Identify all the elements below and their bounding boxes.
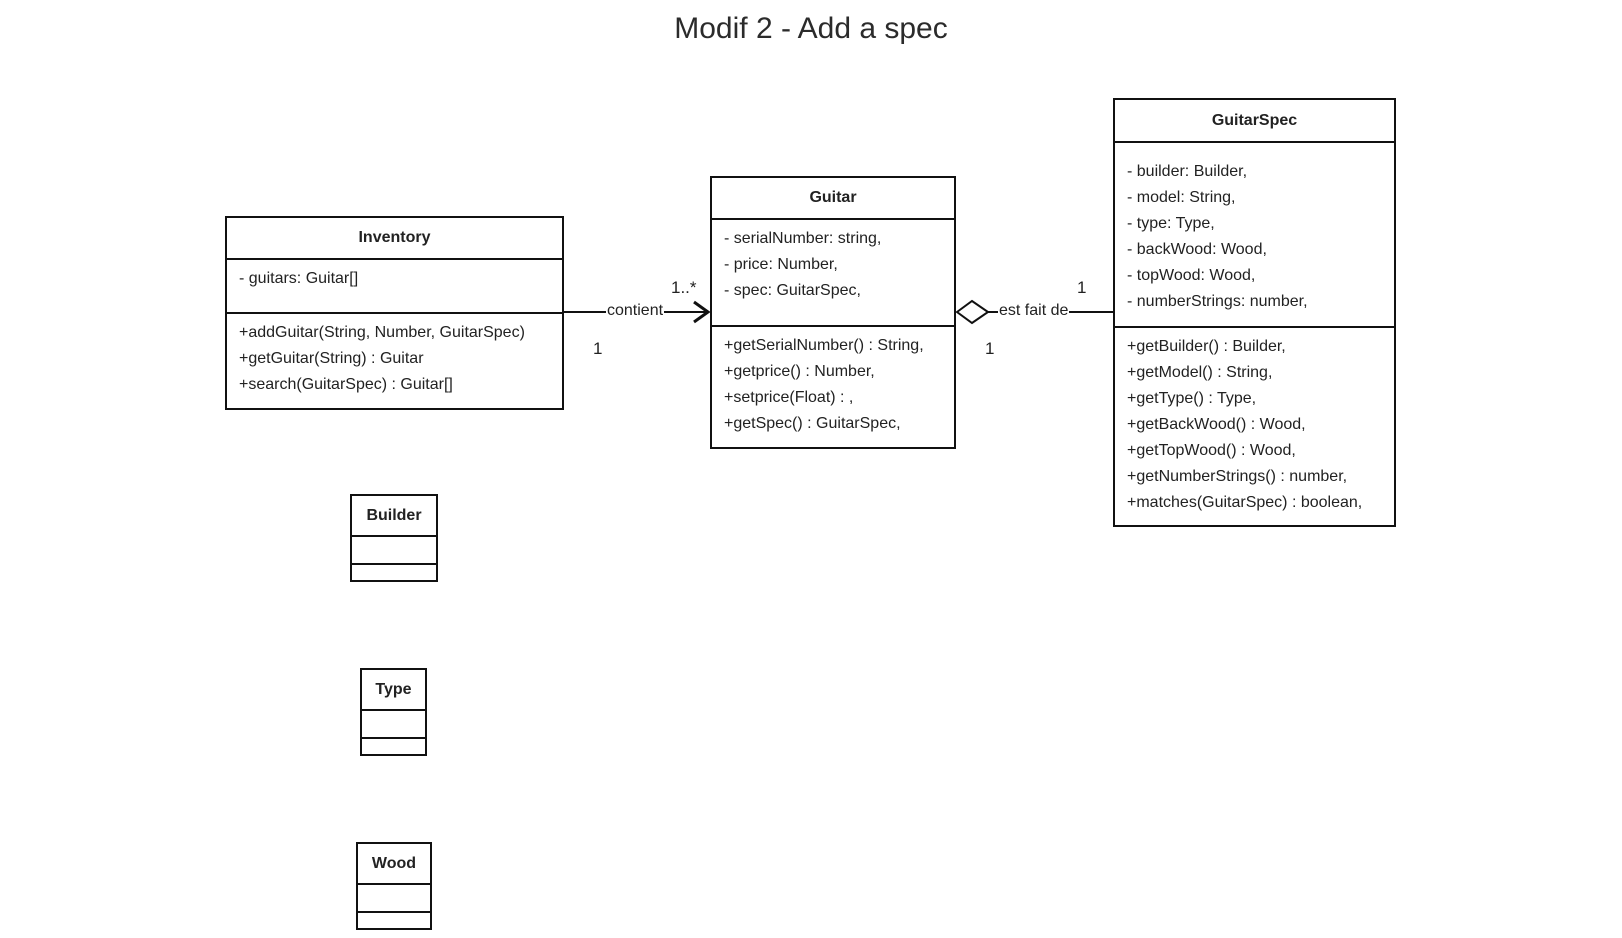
operations-compartment: +getBuilder() : Builder, +getModel() : S… bbox=[1115, 328, 1394, 522]
attributes-compartment: - serialNumber: string, - price: Number,… bbox=[712, 220, 954, 327]
aggregation-diamond-icon bbox=[955, 299, 990, 325]
operation: +getBuilder() : Builder, bbox=[1127, 338, 1286, 355]
class-wood[interactable]: Wood bbox=[356, 842, 432, 930]
attribute: - topWood: Wood, bbox=[1127, 267, 1256, 284]
class-name: GuitarSpec bbox=[1115, 100, 1394, 143]
class-name: Inventory bbox=[227, 218, 562, 260]
attributes-compartment bbox=[352, 537, 436, 565]
attribute: - backWood: Wood, bbox=[1127, 241, 1267, 258]
operation: +getSpec() : GuitarSpec, bbox=[724, 415, 901, 432]
class-name: Type bbox=[362, 670, 425, 711]
operation: +getType() : Type, bbox=[1127, 390, 1257, 407]
attribute: - price: Number, bbox=[724, 256, 838, 273]
operation: +setprice(Float) : , bbox=[724, 389, 854, 406]
operations-compartment: +getSerialNumber() : String, +getprice()… bbox=[712, 327, 954, 443]
operation: +search(GuitarSpec) : Guitar[] bbox=[239, 376, 453, 393]
attribute: - guitars: Guitar[] bbox=[239, 270, 359, 287]
attribute: - numberStrings: number, bbox=[1127, 293, 1308, 310]
attributes-compartment bbox=[358, 885, 430, 913]
diagram-title: Modif 2 - Add a spec bbox=[674, 12, 948, 45]
operation: +getModel() : String, bbox=[1127, 364, 1273, 381]
class-inventory[interactable]: Inventory - guitars: Guitar[] +addGuitar… bbox=[225, 216, 564, 410]
class-name: Builder bbox=[352, 496, 436, 537]
operation: +matches(GuitarSpec) : boolean, bbox=[1127, 494, 1363, 511]
operation: +getTopWood() : Wood, bbox=[1127, 442, 1296, 459]
attribute: - builder: Builder, bbox=[1127, 163, 1248, 180]
operations-compartment: +addGuitar(String, Number, GuitarSpec) +… bbox=[227, 314, 562, 404]
class-type[interactable]: Type bbox=[360, 668, 427, 756]
multiplicity-est-fait-de-target: 1 bbox=[1077, 278, 1087, 297]
class-guitar[interactable]: Guitar - serialNumber: string, - price: … bbox=[710, 176, 956, 449]
association-label-est-fait-de: est fait de bbox=[998, 302, 1070, 320]
class-name: Guitar bbox=[712, 178, 954, 220]
operation: +getNumberStrings() : number, bbox=[1127, 468, 1348, 485]
multiplicity-contient-source: 1 bbox=[593, 339, 603, 358]
class-guitarspec[interactable]: GuitarSpec - builder: Builder, - model: … bbox=[1113, 98, 1396, 527]
association-label-contient: contient bbox=[606, 302, 665, 320]
class-builder[interactable]: Builder bbox=[350, 494, 438, 582]
multiplicity-contient-target: 1..* bbox=[671, 278, 697, 297]
arrowhead-icon bbox=[693, 300, 711, 324]
operation: +getprice() : Number, bbox=[724, 363, 875, 380]
operation: +addGuitar(String, Number, GuitarSpec) bbox=[239, 324, 525, 341]
attributes-compartment: - guitars: Guitar[] bbox=[227, 260, 562, 314]
multiplicity-est-fait-de-source: 1 bbox=[985, 339, 995, 358]
attribute: - serialNumber: string, bbox=[724, 230, 882, 247]
operation: +getGuitar(String) : Guitar bbox=[239, 350, 424, 367]
class-name: Wood bbox=[358, 844, 430, 885]
attribute: - spec: GuitarSpec, bbox=[724, 282, 861, 299]
attributes-compartment bbox=[362, 711, 425, 739]
operation: +getBackWood() : Wood, bbox=[1127, 416, 1306, 433]
operation: +getSerialNumber() : String, bbox=[724, 337, 924, 354]
attributes-compartment: - builder: Builder, - model: String, - t… bbox=[1115, 143, 1394, 328]
attribute: - type: Type, bbox=[1127, 215, 1215, 232]
attribute: - model: String, bbox=[1127, 189, 1236, 206]
